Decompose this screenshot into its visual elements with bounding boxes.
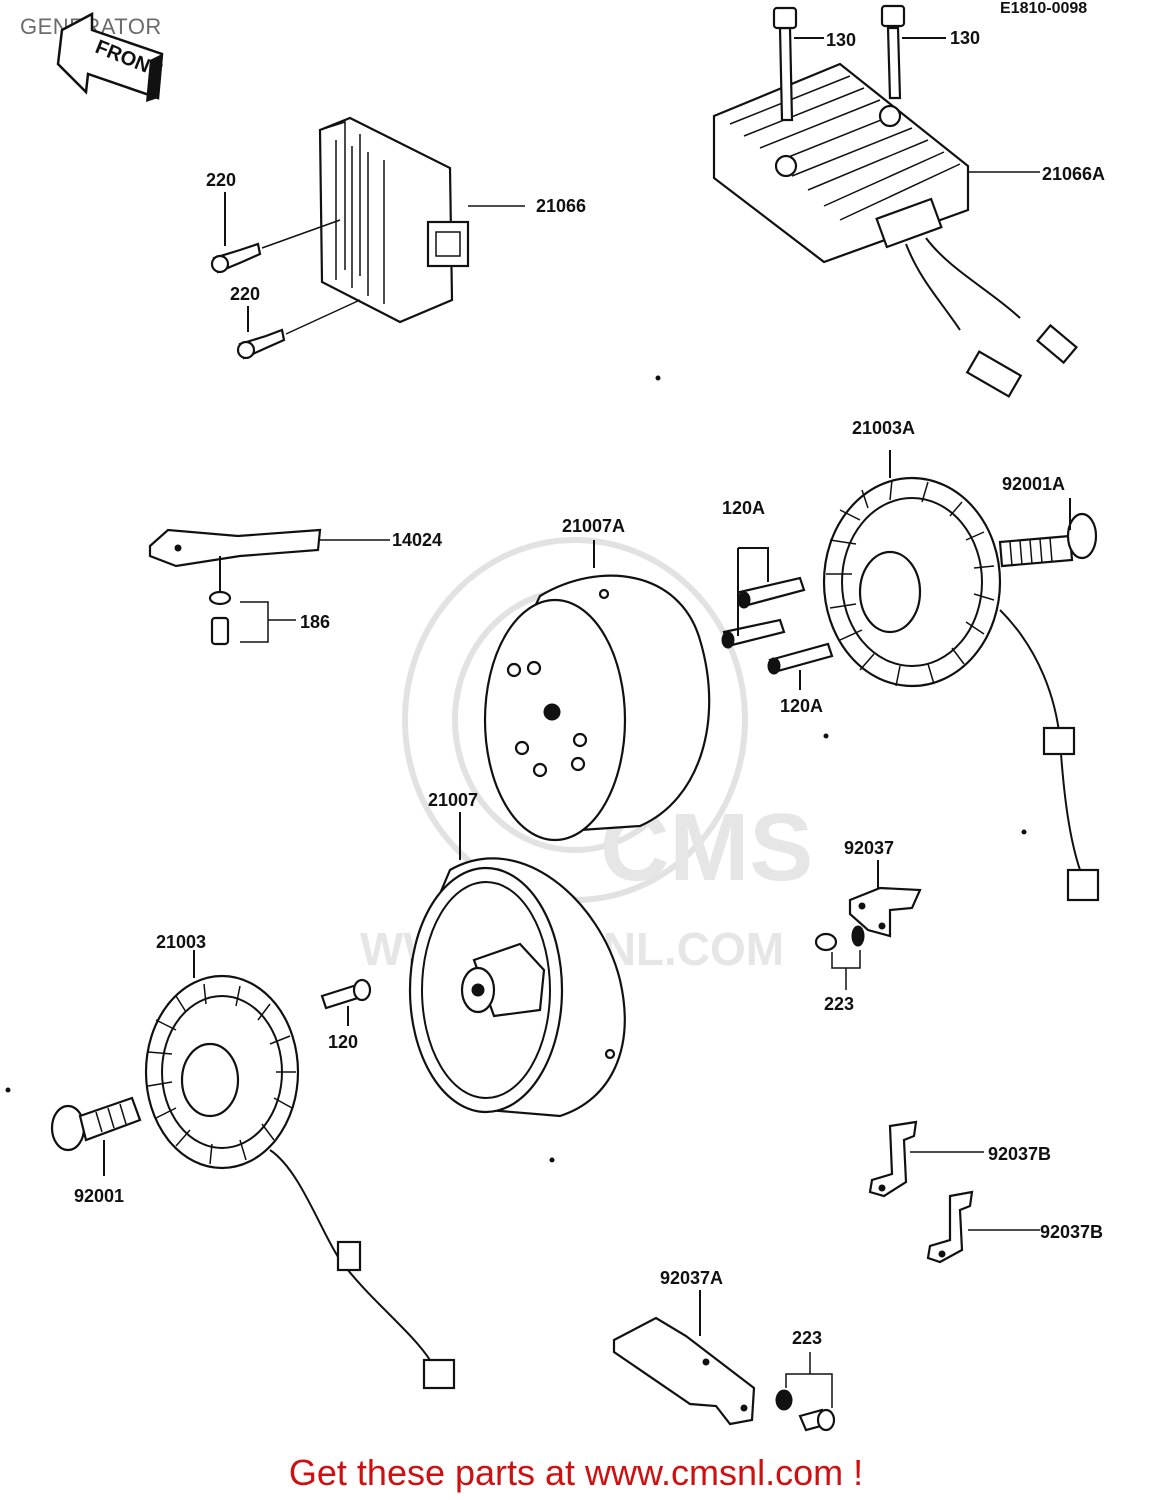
label-92037A: 92037A	[660, 1268, 723, 1288]
bolt-120A-a	[737, 576, 806, 609]
bolt-130-left	[772, 6, 824, 122]
label-186: 186	[300, 612, 330, 632]
label-223: 223	[792, 1328, 822, 1348]
label-220: 220	[230, 284, 260, 304]
regulator-21066A	[712, 62, 1079, 398]
bolt-120A-leader	[737, 547, 769, 636]
stator-21003	[144, 950, 456, 1390]
diagram-code: E1810-0098	[1000, 0, 1088, 17]
screw-223-upper	[814, 925, 865, 990]
label-92001: 92001	[74, 1186, 124, 1206]
label-21003A: 21003A	[852, 418, 915, 438]
label-120A: 120A	[722, 498, 765, 518]
bracket-92037A	[612, 1290, 756, 1426]
footer-link[interactable]: Get these parts at www.cmsnl.com !	[288, 1452, 864, 1493]
screw-223-lower	[775, 1352, 836, 1432]
bolt-92001A	[998, 498, 1098, 568]
label-92037B: 92037B	[1040, 1222, 1103, 1242]
label-21066: 21066	[536, 196, 586, 216]
screw-186	[208, 590, 296, 646]
front-arrow-icon: FRONT	[56, 11, 164, 102]
label-92037: 92037	[844, 838, 894, 858]
bolt-220-lower	[236, 299, 361, 360]
label-120: 120	[328, 1032, 358, 1052]
bolt-92001	[50, 1096, 142, 1176]
label-21003: 21003	[156, 932, 206, 952]
regulator-21066	[318, 116, 525, 324]
label-130: 130	[950, 28, 980, 48]
stator-21003A	[822, 450, 1100, 902]
label-120A: 120A	[780, 696, 823, 716]
label-21007A: 21007A	[562, 516, 625, 536]
label-21007: 21007	[428, 790, 478, 810]
label-21066A: 21066A	[1042, 164, 1105, 184]
bolt-120	[320, 978, 372, 1026]
bracket-14024	[148, 528, 390, 592]
label-92037B: 92037B	[988, 1144, 1051, 1164]
bracket-92037B-upper	[868, 1120, 984, 1198]
label-220: 220	[206, 170, 236, 190]
rotor-21007A	[483, 540, 711, 842]
bolt-220-upper	[210, 192, 341, 274]
bracket-92037	[848, 860, 922, 938]
label-130: 130	[826, 30, 856, 50]
bolt-130-right	[880, 4, 946, 100]
label-223: 223	[824, 994, 854, 1014]
label-14024: 14024	[392, 530, 442, 550]
bracket-92037B-lower	[926, 1190, 1040, 1264]
bolt-120A-c	[767, 642, 834, 690]
part-labels: 130 130 21066A 220 220 21066 21003A 9200…	[74, 28, 1105, 1348]
flywheel-21007	[408, 812, 626, 1118]
bolt-120A-b	[721, 618, 786, 649]
label-92001A: 92001A	[1002, 474, 1065, 494]
